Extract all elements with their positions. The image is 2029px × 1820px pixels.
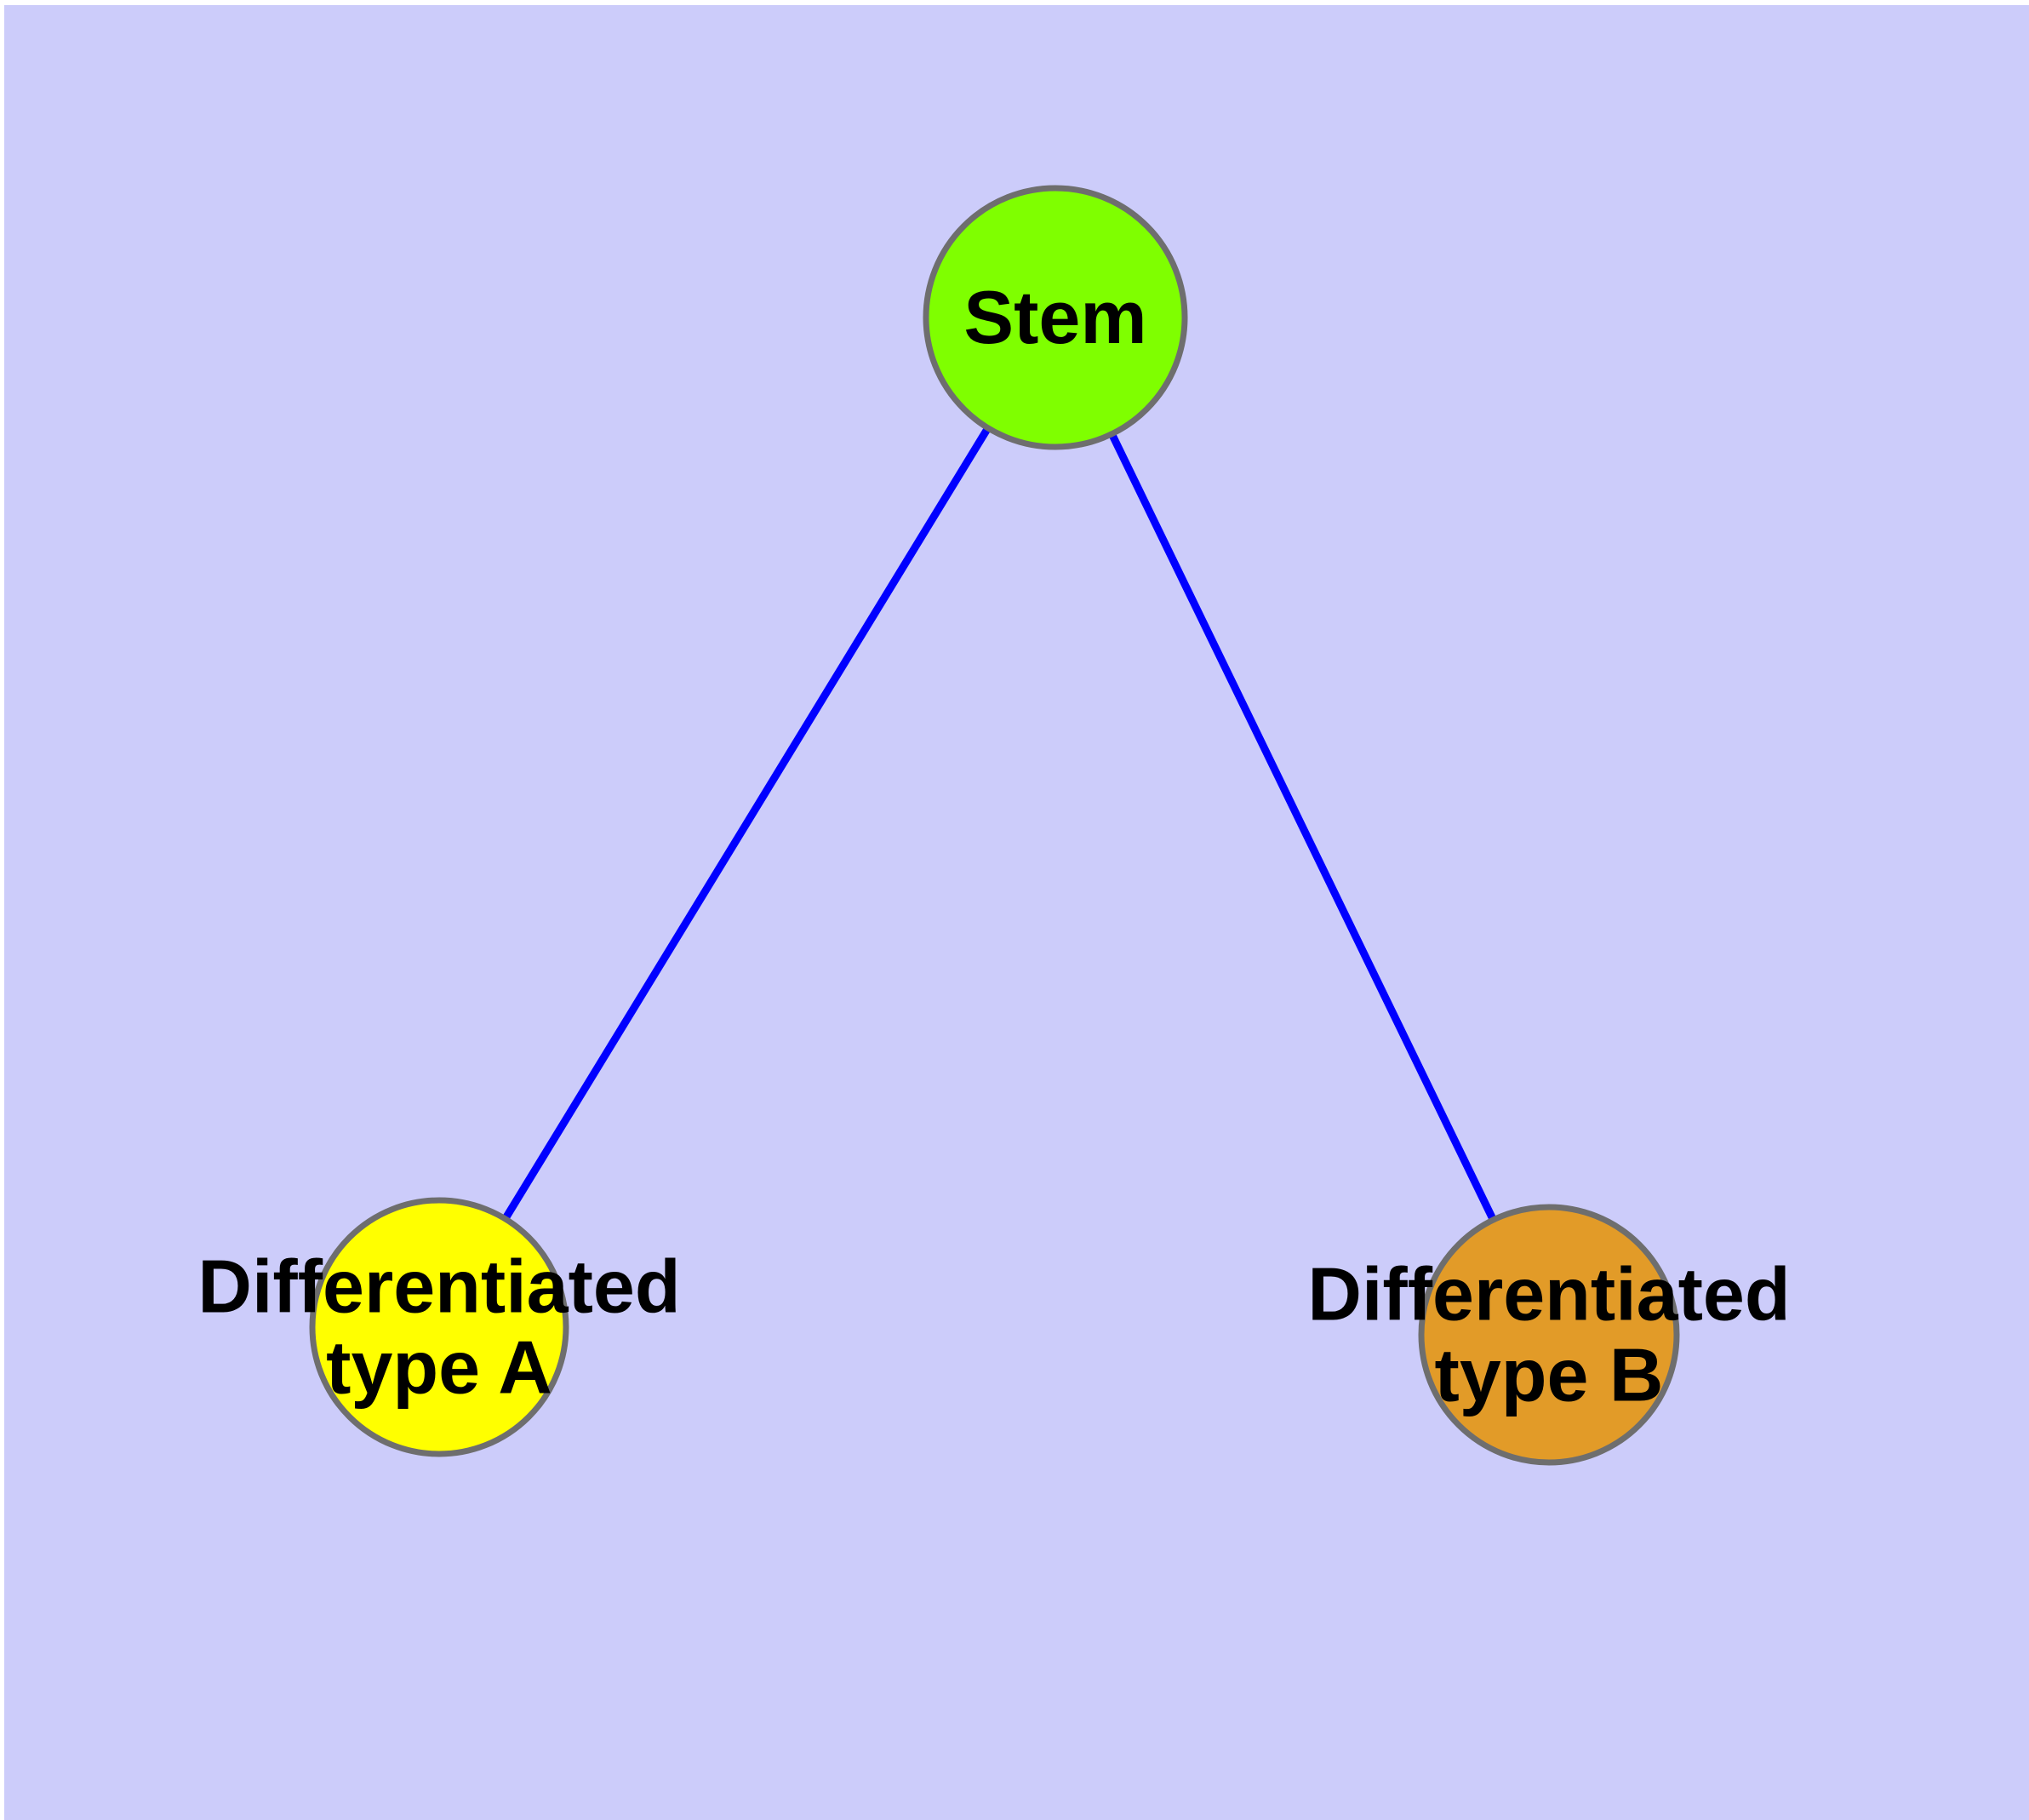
node-differentiated-type-a[interactable] [309, 1197, 569, 1457]
node-stem[interactable] [923, 185, 1188, 450]
node-label-stem: Stem [963, 275, 1146, 359]
node-differentiated-type-b[interactable] [1418, 1204, 1680, 1466]
edge-stem-to-diff-a[interactable] [503, 427, 991, 1219]
edge-layer [503, 427, 1496, 1220]
node-layer [309, 185, 1680, 1466]
edge-stem-to-diff-b[interactable] [1109, 434, 1496, 1220]
